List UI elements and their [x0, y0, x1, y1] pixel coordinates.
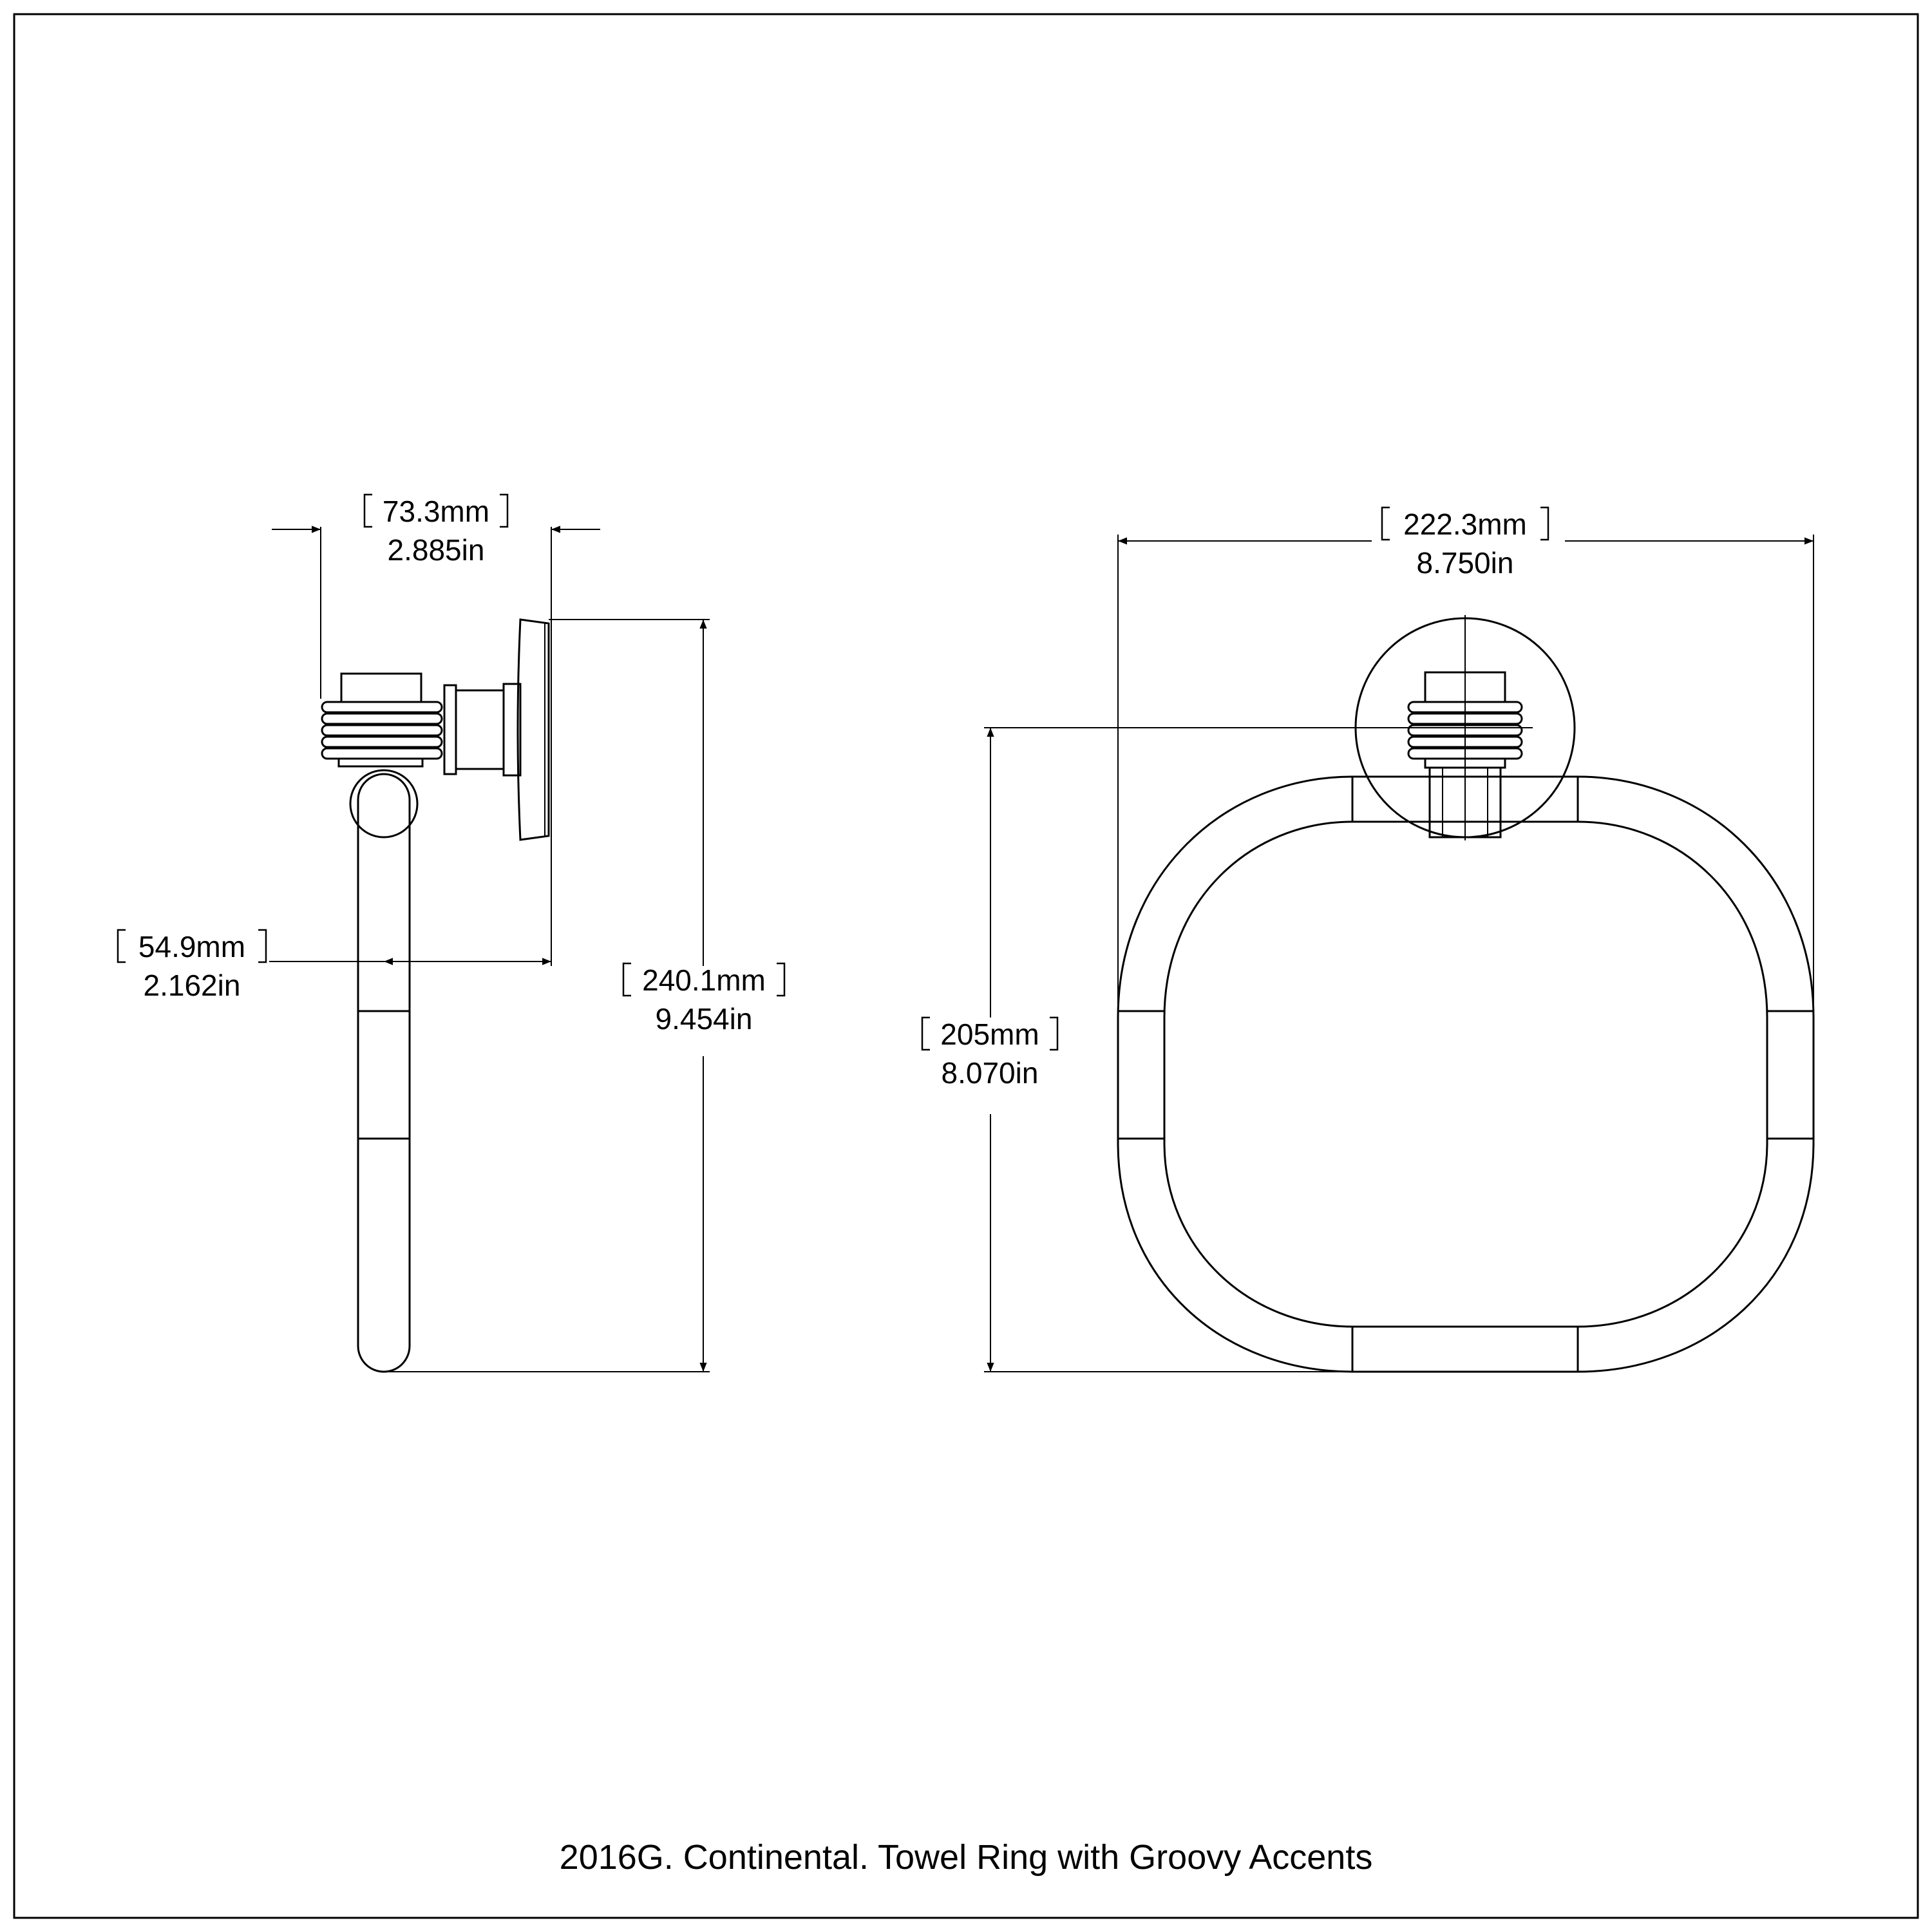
- front-ring-inner: [1163, 820, 1768, 1328]
- dim-side-height-in: 9.454in: [656, 1002, 753, 1036]
- side-view: 73.3mm 2.885in 54.9mm 2.162in 240.1mm 9.…: [117, 493, 786, 1373]
- dim-front-height-in: 8.070in: [942, 1056, 1039, 1090]
- dim-front-width-mm: 222.3mm: [1403, 507, 1527, 541]
- drawing-border: [13, 13, 1919, 1919]
- dim-front-width-in: 8.750in: [1417, 546, 1514, 580]
- side-ring-bar: [357, 773, 411, 1373]
- dim-side-projection-in: 2.162in: [144, 969, 241, 1002]
- side-wall-plate: [516, 618, 550, 841]
- side-ring-knuckle: [349, 769, 419, 838]
- dim-side-depth-in: 2.885in: [388, 533, 485, 567]
- front-post: [1428, 766, 1502, 838]
- drawing-caption: 2016G. Continental. Towel Ring with Groo…: [560, 1838, 1373, 1877]
- front-ring-outer: [1117, 775, 1815, 1373]
- dim-front-height-mm: 205mm: [940, 1018, 1039, 1051]
- front-grooves: [1407, 701, 1523, 760]
- front-view: 222.3mm 8.750in 205mm 8.070in: [921, 506, 1815, 1373]
- dim-side-height-mm: 240.1mm: [642, 963, 766, 997]
- side-grooves: [321, 701, 443, 760]
- side-cap-top: [340, 672, 422, 703]
- dim-side-projection-mm: 54.9mm: [138, 930, 245, 963]
- side-post: [455, 689, 505, 770]
- dim-side-depth-mm: 73.3mm: [383, 495, 489, 528]
